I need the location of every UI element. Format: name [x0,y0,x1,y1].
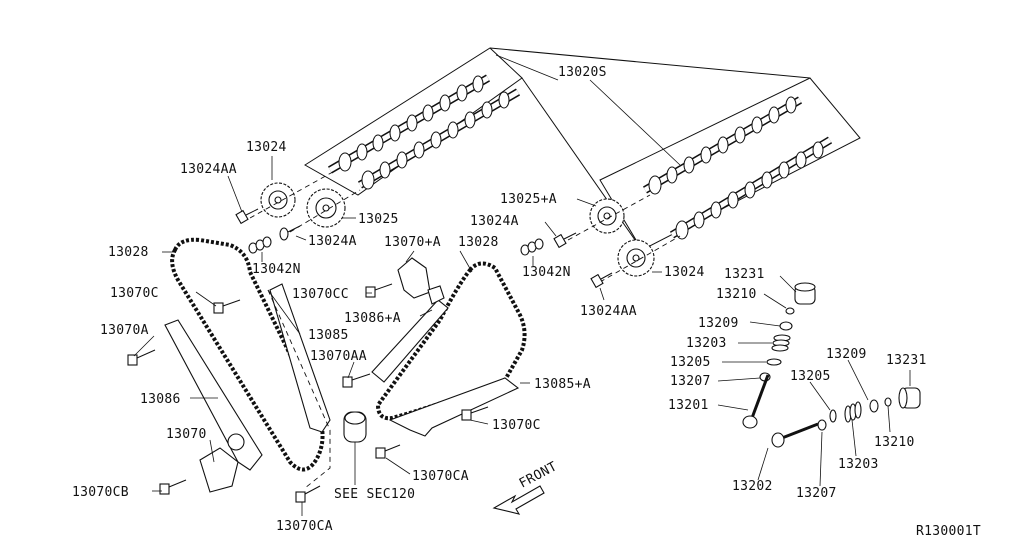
label-13209-upper: 13209 [698,316,739,331]
spring-13203-lower [844,401,862,423]
bolt-13070CC [365,283,393,298]
label-13025-plus-A: 13025+A [500,192,557,207]
label-13207-upper: 13207 [670,374,711,389]
bolt-13070A [127,349,156,366]
label-13086-plus-A: 13086+A [344,311,401,326]
label-13085-plus-A: 13085+A [534,377,591,392]
sprocket-13025-plus-A [589,198,625,234]
bolt-13070C-right [461,406,489,421]
sprocket-13024 [260,182,296,218]
label-13202: 13202 [732,479,773,494]
label-13085: 13085 [308,328,349,343]
label-13231-upper: 13231 [724,267,765,282]
camshaft-assembly-outline [304,47,861,251]
label-13203-upper: 13203 [686,336,727,351]
label-13070AA: 13070AA [310,349,367,364]
label-13070CA-left: 13070CA [276,519,333,534]
label-13070C-left: 13070C [110,286,159,301]
chain-guide-13085-plus-A [388,377,520,437]
label-13205-upper: 13205 [670,355,711,370]
camshaft-right-exhaust [669,136,833,240]
collet-13209-lower [869,399,879,413]
sprocket-13025 [306,188,346,228]
dowel-13042N-right [520,238,544,256]
bolt-13070C-left [213,299,241,314]
front-arrow-icon [492,485,545,515]
label-13070-plus-A: 13070+A [384,235,441,250]
tensioner-13070-plus-A [397,257,445,305]
label-13024A-right: 13024A [470,214,519,229]
label-13070CB: 13070CB [72,485,129,500]
lifter-13231-upper [794,282,816,305]
seal-13207-lower [817,419,827,431]
label-13231-lower: 13231 [886,353,927,368]
camshaft-left-exhaust [357,88,521,190]
valve-13202 [771,422,819,448]
bolt-13024AA-right [590,272,613,289]
label-13070: 13070 [166,427,207,442]
label-13207-lower: 13207 [796,486,837,501]
chain-guide-13085 [269,283,331,433]
leader-lines [133,156,911,516]
camshaft-right-intake [642,96,803,195]
dowel-13042N-left [248,236,272,254]
timing-chain-left [170,237,325,472]
slack-guide-13086 [164,319,263,471]
label-13025: 13025 [358,212,399,227]
washer-13024A-left [279,225,301,241]
label-13070C-right: 13070C [492,418,541,433]
label-13086: 13086 [140,392,181,407]
tensioner-13070 [199,433,245,493]
label-see-sec120: SEE SEC120 [334,487,415,502]
label-13024AA-left: 13024AA [180,162,237,177]
label-13203-lower: 13203 [838,457,879,472]
sprocket-13024-right [617,239,655,277]
label-13024-right: 13024 [664,265,705,280]
label-13042N-right: 13042N [522,265,571,280]
valve-13201 [742,374,770,429]
label-13210-lower: 13210 [874,435,915,450]
seat-13205-upper [766,358,782,366]
label-13024A-left: 13024A [308,234,357,249]
label-13070CA-right: 13070CA [412,469,469,484]
label-13024AA-right: 13024AA [580,304,637,319]
reference-code: R130001T [916,524,981,539]
label-13070A: 13070A [100,323,149,338]
retainer-13210-lower [884,397,892,407]
label-13020S: 13020S [558,65,607,80]
label-13209-lower: 13209 [826,347,867,362]
label-13070CC: 13070CC [292,287,349,302]
label-13024-left: 13024 [246,140,287,155]
camshaft-left-intake [327,74,491,174]
bolt-13070CA-left [295,485,321,503]
label-13042N-left: 13042N [252,262,301,277]
bolt-13024AA-left [235,208,259,225]
crank-sprocket [343,411,367,443]
bolt-13070AA [342,373,371,388]
label-13028-left: 13028 [108,245,149,260]
label-13201: 13201 [668,398,709,413]
collet-13209-upper [779,321,793,331]
chain-guide-13086-plus-A [371,299,449,383]
lifter-13231-lower [898,387,921,409]
retainer-13210-upper [785,307,795,315]
spring-13203-upper [771,334,791,352]
label-13205-lower: 13205 [790,369,831,384]
bolt-13070CA-right [375,444,401,459]
washer-13024A-right [553,232,577,249]
label-13028-right: 13028 [458,235,499,250]
label-13210-upper: 13210 [716,287,757,302]
seat-13205-lower [829,409,837,423]
bolt-13070CB [159,479,187,495]
